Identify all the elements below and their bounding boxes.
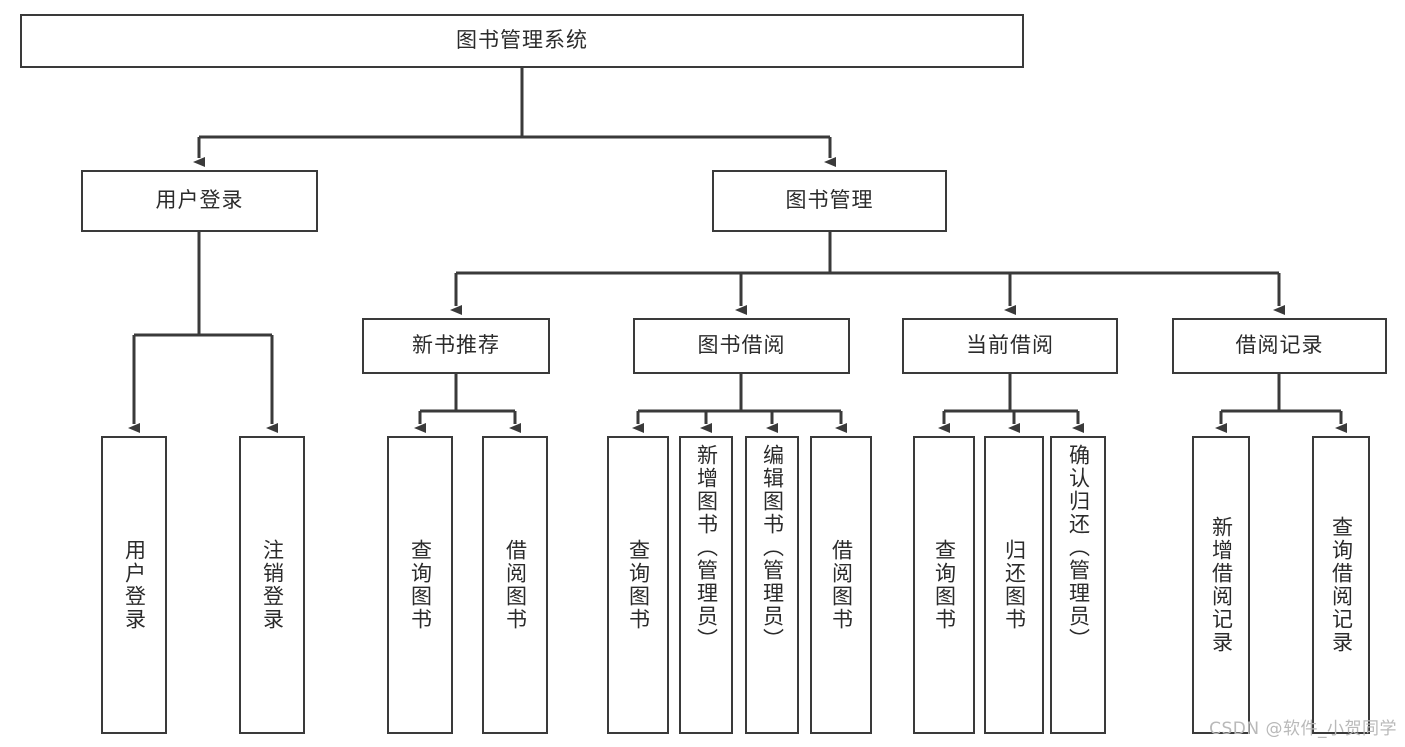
node-book-manage-label: 图书管理 (785, 188, 874, 213)
node-leaf-query-book-rec[interactable]: 查询图书 (387, 436, 453, 734)
node-leaf-logout[interactable]: 注销登录 (239, 436, 305, 734)
node-current-borrow[interactable]: 当前借阅 (902, 318, 1118, 374)
node-leaf-edit-book-label: 编辑图书（管理员） (760, 444, 785, 651)
node-leaf-confirm-return[interactable]: 确认归还（管理员） (1050, 436, 1106, 734)
node-book-borrow[interactable]: 图书借阅 (633, 318, 850, 374)
node-leaf-borrow-book-borrow-label: 借阅图书 (829, 539, 854, 631)
node-new-book-rec[interactable]: 新书推荐 (362, 318, 550, 374)
node-leaf-logout-label: 注销登录 (260, 539, 285, 631)
node-leaf-borrow-book-rec-label: 借阅图书 (503, 539, 528, 631)
node-leaf-add-record-label: 新增借阅记录 (1209, 516, 1234, 654)
node-leaf-edit-book[interactable]: 编辑图书（管理员） (745, 436, 799, 734)
node-new-book-rec-label: 新书推荐 (412, 333, 500, 358)
node-leaf-user-login-label: 用户登录 (122, 539, 147, 631)
node-leaf-query-book-rec-label: 查询图书 (408, 539, 433, 631)
node-root-label: 图书管理系统 (456, 28, 588, 53)
node-leaf-return-book[interactable]: 归还图书 (984, 436, 1044, 734)
node-leaf-add-record[interactable]: 新增借阅记录 (1192, 436, 1250, 734)
node-user-login[interactable]: 用户登录 (81, 170, 318, 232)
node-borrow-record[interactable]: 借阅记录 (1172, 318, 1387, 374)
node-leaf-return-book-label: 归还图书 (1002, 539, 1027, 631)
node-leaf-query-book-current[interactable]: 查询图书 (913, 436, 975, 734)
node-leaf-add-book[interactable]: 新增图书（管理员） (679, 436, 733, 734)
node-leaf-confirm-return-label: 确认归还（管理员） (1066, 444, 1091, 651)
node-leaf-query-record-label: 查询借阅记录 (1329, 516, 1354, 654)
node-leaf-borrow-book-borrow[interactable]: 借阅图书 (810, 436, 872, 734)
node-leaf-query-book-borrow-label: 查询图书 (626, 539, 651, 631)
node-leaf-query-book-borrow[interactable]: 查询图书 (607, 436, 669, 734)
node-user-login-label: 用户登录 (155, 188, 244, 213)
node-book-manage[interactable]: 图书管理 (712, 170, 947, 232)
node-leaf-query-book-current-label: 查询图书 (932, 539, 957, 631)
node-borrow-record-label: 借阅记录 (1235, 333, 1324, 358)
csdn-watermark: CSDN @软件_小贺同学 (1209, 719, 1397, 739)
node-leaf-user-login[interactable]: 用户登录 (101, 436, 167, 734)
node-book-borrow-label: 图书借阅 (697, 333, 786, 358)
node-leaf-add-book-label: 新增图书（管理员） (694, 444, 719, 651)
node-current-borrow-label: 当前借阅 (966, 333, 1054, 358)
node-root[interactable]: 图书管理系统 (20, 14, 1024, 68)
node-leaf-borrow-book-rec[interactable]: 借阅图书 (482, 436, 548, 734)
node-leaf-query-record[interactable]: 查询借阅记录 (1312, 436, 1370, 734)
